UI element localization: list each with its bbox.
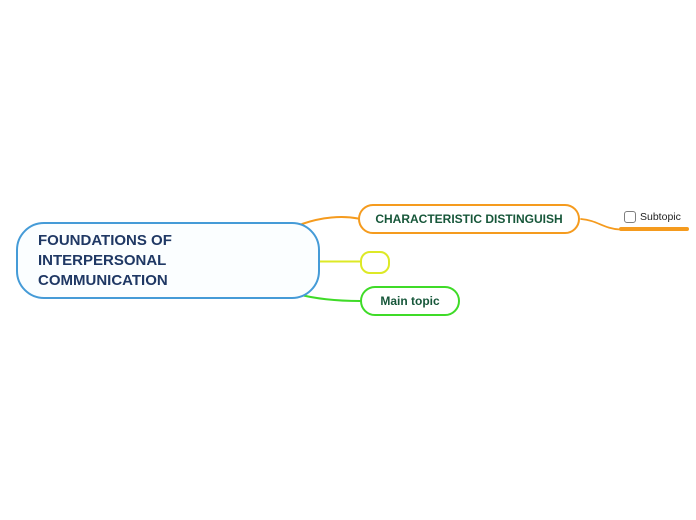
subtopic-label: Subtopic xyxy=(640,211,681,223)
node-characteristic-distinguish-label: CHARACTERISTIC DISTINGUISH xyxy=(375,212,563,226)
connector-root-to-characteristic xyxy=(301,216,359,225)
node-subtopic[interactable]: Subtopic xyxy=(624,209,681,225)
root-node-label: FOUNDATIONS OF INTERPERSONAL COMMUNICATI… xyxy=(38,231,172,289)
subtopic-checkbox[interactable] xyxy=(624,211,636,223)
node-main-topic[interactable]: Main topic xyxy=(360,286,460,316)
node-characteristic-distinguish[interactable]: CHARACTERISTIC DISTINGUISH xyxy=(358,204,580,234)
root-node[interactable]: FOUNDATIONS OF INTERPERSONAL COMMUNICATI… xyxy=(16,222,320,299)
node-main-topic-label: Main topic xyxy=(380,294,440,308)
subtopic-underline xyxy=(619,227,689,231)
connector-characteristic-to-subtopic xyxy=(580,218,621,231)
connector-root-to-main-topic xyxy=(296,293,361,302)
node-unnamed-topic[interactable] xyxy=(360,251,390,274)
